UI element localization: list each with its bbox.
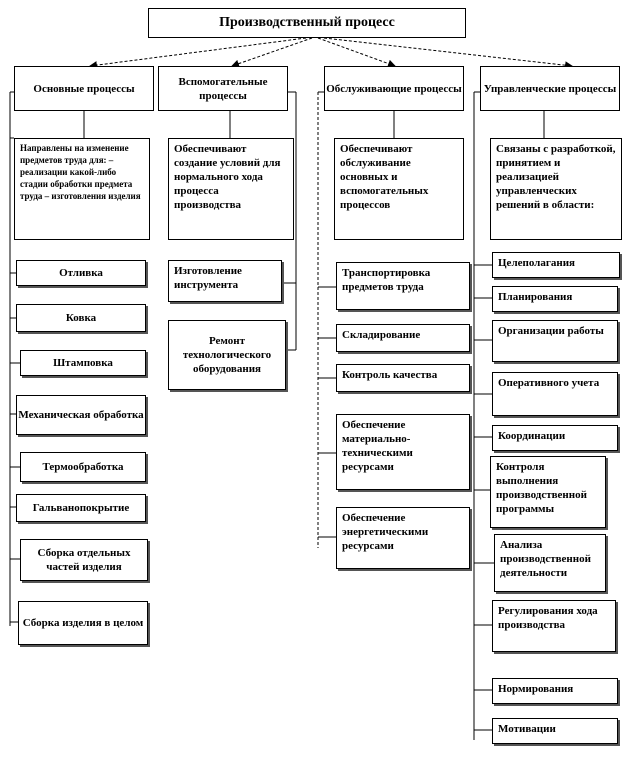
service-item-label: Обеспечение энергетическими ресурсами (342, 512, 429, 552)
mgmt-item-motivation: Мотивации (492, 718, 618, 744)
service-item-storage: Складирование (336, 324, 470, 352)
column-header-main: Основные процессы (14, 66, 154, 111)
mgmt-item-label: Анализа производственной деятельности (500, 539, 591, 579)
main-item-label: Механическая обработка (18, 409, 144, 421)
main-item-machining: Механическая обработка (16, 395, 146, 435)
mgmt-item-label: Оперативного учета (498, 377, 600, 389)
mgmt-item-activity-analysis: Анализа производственной деятельности (494, 534, 606, 592)
mgmt-item-label: Контроля выполнения производственной про… (496, 461, 587, 515)
column-header-service-label: Обслуживающие процессы (326, 82, 462, 95)
mgmt-item-organization: Организации работы (492, 320, 618, 362)
main-item-casting: Отливка (16, 260, 146, 286)
service-item-label: Контроль качества (342, 369, 438, 381)
service-item-label: Обеспечение материально-техническими рес… (342, 419, 413, 473)
main-item-label: Термообработка (42, 461, 124, 473)
service-item-quality-control: Контроль качества (336, 364, 470, 392)
aux-item-label: Изготовление инструмента (174, 265, 242, 291)
service-item-label: Транспортировка предметов труда (342, 267, 431, 293)
description-auxiliary-text: Обеспечивают создание условий для нормал… (174, 143, 281, 211)
mgmt-item-label: Планирования (498, 291, 573, 303)
description-main-text: Направлены на изменение предметов труда … (20, 143, 141, 201)
description-service-text: Обеспечивают обслуживание основных и всп… (340, 143, 429, 211)
main-item-label: Отливка (59, 267, 103, 279)
aux-item-equipment-repair: Ремонт технологического оборудования (168, 320, 286, 390)
mgmt-item-regulation: Регулирования хода производства (492, 600, 616, 652)
root-title: Производственный процесс (219, 15, 395, 30)
description-main: Направлены на изменение предметов труда … (14, 138, 150, 240)
service-item-label: Складирование (342, 329, 421, 341)
main-item-label: Штамповка (53, 357, 113, 369)
mgmt-item-coordination: Координации (492, 425, 618, 451)
main-item-label: Сборка отдельных частей изделия (37, 547, 131, 573)
column-header-management: Управленческие процессы (480, 66, 620, 111)
main-item-label: Ковка (65, 312, 97, 324)
mgmt-item-label: Целеполагания (498, 257, 575, 269)
main-item-label: Гальванопокрытие (32, 502, 130, 514)
service-item-material-supply: Обеспечение материально-техническими рес… (336, 414, 470, 490)
column-header-auxiliary-label: Вспомогательные процессы (178, 75, 268, 102)
main-item-forging: Ковка (16, 304, 146, 332)
main-item-heat-treatment: Термообработка (20, 452, 146, 482)
mgmt-item-goal-setting: Целеполагания (492, 252, 620, 278)
mgmt-item-label: Мотивации (498, 723, 556, 735)
root-box: Производственный процесс (148, 8, 466, 38)
mgmt-item-standardization: Нормирования (492, 678, 618, 704)
main-item-stamping: Штамповка (20, 350, 146, 376)
column-header-service: Обслуживающие процессы (324, 66, 464, 111)
mgmt-item-program-control: Контроля выполнения производственной про… (490, 456, 606, 528)
description-auxiliary: Обеспечивают создание условий для нормал… (168, 138, 294, 240)
description-service: Обеспечивают обслуживание основных и всп… (334, 138, 464, 240)
mgmt-item-label: Регулирования хода производства (498, 605, 598, 631)
aux-item-label: Ремонт технологического оборудования (182, 335, 272, 375)
aux-item-tooling: Изготовление инструмента (168, 260, 282, 302)
service-item-transport: Транспортировка предметов труда (336, 262, 470, 310)
column-header-auxiliary: Вспомогательные процессы (158, 66, 288, 111)
mgmt-item-label: Координации (498, 430, 566, 442)
main-item-subassembly: Сборка отдельных частей изделия (20, 539, 148, 581)
mgmt-item-label: Организации работы (498, 325, 604, 337)
mgmt-item-operational-accounting: Оперативного учета (492, 372, 618, 416)
main-item-plating: Гальванопокрытие (16, 494, 146, 522)
column-header-management-label: Управленческие процессы (483, 82, 617, 95)
column-header-main-label: Основные процессы (33, 82, 135, 95)
service-item-energy-supply: Обеспечение энергетическими ресурсами (336, 507, 470, 569)
description-management: Связаны с разработкой, принятием и реали… (490, 138, 622, 240)
mgmt-item-label: Нормирования (498, 683, 574, 695)
main-item-final-assembly: Сборка изделия в целом (18, 601, 148, 645)
main-item-label: Сборка изделия в целом (22, 617, 144, 629)
mgmt-item-planning: Планирования (492, 286, 618, 312)
description-management-text: Связаны с разработкой, принятием и реали… (496, 143, 616, 211)
